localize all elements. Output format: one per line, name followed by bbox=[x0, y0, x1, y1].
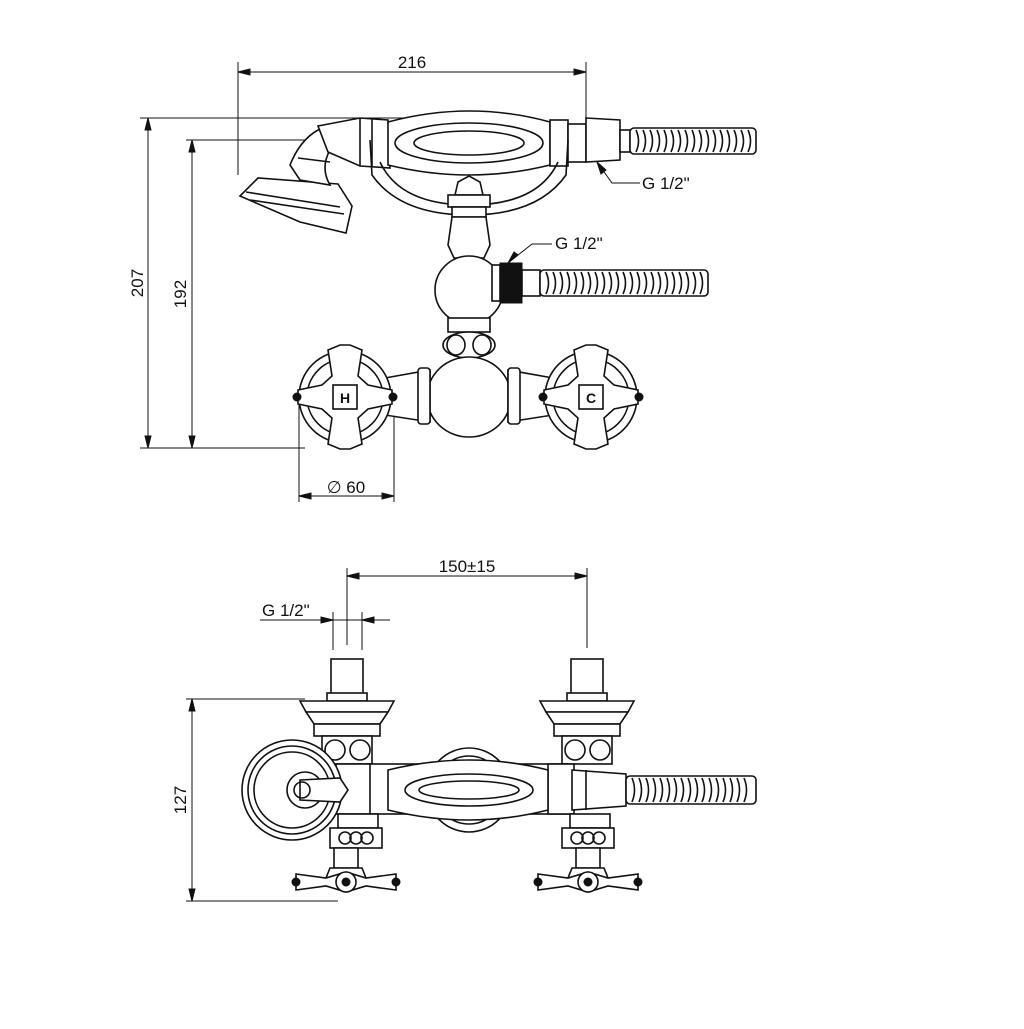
hose-coil bbox=[687, 777, 692, 803]
hose-coil bbox=[680, 777, 685, 803]
hose-coil bbox=[736, 777, 741, 803]
hose-coil bbox=[629, 271, 634, 295]
dimension-handle-diameter: ∅ 60 bbox=[298, 400, 395, 502]
hose-coil bbox=[694, 777, 699, 803]
dimension-127-label: 127 bbox=[171, 786, 190, 814]
hose-coil bbox=[643, 271, 648, 295]
handshower-handle bbox=[387, 110, 631, 176]
hose-coil bbox=[657, 271, 662, 295]
hose-coil bbox=[642, 129, 647, 153]
hose-coil bbox=[594, 271, 599, 295]
hose-coil bbox=[601, 271, 606, 295]
hose-coil bbox=[684, 129, 689, 153]
hose-coil bbox=[722, 777, 727, 803]
cold-handle: C bbox=[538, 344, 644, 450]
hose-coil bbox=[712, 129, 717, 153]
dimension-207-label: 207 bbox=[128, 269, 147, 297]
top-body bbox=[335, 759, 757, 821]
hose-coil bbox=[638, 777, 643, 803]
hose-coil bbox=[645, 777, 650, 803]
hose-coil bbox=[673, 777, 678, 803]
dimension-overall-width: 216 bbox=[237, 53, 587, 175]
hose-coil bbox=[666, 777, 671, 803]
handshower-hose bbox=[629, 127, 757, 155]
top-view: 150±15 G 1/2" 127 bbox=[171, 557, 757, 902]
hose-coil bbox=[715, 777, 720, 803]
inlet-right bbox=[538, 658, 636, 737]
mixer-column bbox=[434, 216, 504, 359]
hose-coil bbox=[559, 271, 564, 295]
front-view: 216 207 192 ∅ 60 bbox=[128, 53, 757, 502]
hose-coil bbox=[656, 129, 661, 153]
hose-coil bbox=[545, 271, 550, 295]
hose-coil bbox=[622, 271, 627, 295]
hose-coil bbox=[701, 777, 706, 803]
hose-coil bbox=[615, 271, 620, 295]
hose-coil bbox=[566, 271, 571, 295]
thread-label-outlet: G 1/2" bbox=[555, 234, 603, 253]
thread-callout-outlet: G 1/2" bbox=[507, 234, 603, 264]
lower-nut-left bbox=[329, 813, 383, 849]
hose-coil bbox=[685, 271, 690, 295]
hose-outlet bbox=[491, 262, 709, 304]
dimension-overall-height: 207 bbox=[128, 117, 425, 449]
lever-left bbox=[291, 871, 401, 893]
hot-handle: H bbox=[292, 344, 398, 450]
hose-coil bbox=[733, 129, 738, 153]
hose-coil bbox=[552, 271, 557, 295]
hot-marker: H bbox=[340, 390, 350, 406]
dimension-192-label: 192 bbox=[171, 280, 190, 308]
hose-coil bbox=[692, 271, 697, 295]
hose-coil bbox=[580, 271, 585, 295]
hose-coil bbox=[650, 271, 655, 295]
dimension-centers: 150±15 bbox=[346, 557, 588, 648]
hose-coil bbox=[636, 271, 641, 295]
hose-coil bbox=[608, 271, 613, 295]
inlet-left bbox=[298, 658, 396, 737]
hose-coil bbox=[726, 129, 731, 153]
hose-coil bbox=[663, 129, 668, 153]
hose-coil bbox=[573, 271, 578, 295]
dimension-inlet-thread: G 1/2" bbox=[260, 601, 390, 650]
hose-coil bbox=[729, 777, 734, 803]
hose-coil bbox=[719, 129, 724, 153]
hose-coil bbox=[670, 129, 675, 153]
lever-right bbox=[533, 871, 643, 893]
hose-coil bbox=[708, 777, 713, 803]
hose-coil bbox=[698, 129, 703, 153]
lower-nut-right bbox=[561, 813, 615, 849]
mixer-body bbox=[384, 356, 554, 438]
dimension-216-label: 216 bbox=[398, 53, 426, 72]
nut-right bbox=[561, 735, 613, 765]
handshower-head bbox=[238, 117, 391, 234]
hose-coil bbox=[587, 271, 592, 295]
hose-coil bbox=[705, 129, 710, 153]
thread-callout-handshower: G 1/2" bbox=[595, 160, 690, 193]
hose-coil bbox=[747, 129, 752, 153]
inlet-thread-label: G 1/2" bbox=[262, 601, 310, 620]
cold-marker: C bbox=[586, 390, 596, 406]
hose-coil bbox=[659, 777, 664, 803]
hose-coil bbox=[678, 271, 683, 295]
hose-coil bbox=[671, 271, 676, 295]
hose-coil bbox=[635, 129, 640, 153]
hose-coil bbox=[652, 777, 657, 803]
hose-coil bbox=[743, 777, 748, 803]
thread-label-handshower: G 1/2" bbox=[642, 174, 690, 193]
handshower-cradle bbox=[369, 139, 569, 218]
hose-coil bbox=[691, 129, 696, 153]
hose-coil bbox=[649, 129, 654, 153]
hose-coil bbox=[699, 271, 704, 295]
dimension-centers-label: 150±15 bbox=[439, 557, 496, 576]
dimension-depth: 127 bbox=[171, 698, 338, 902]
hose-coil bbox=[631, 777, 636, 803]
hose-coil bbox=[664, 271, 669, 295]
top-shower-head bbox=[241, 739, 349, 841]
hose-coil bbox=[677, 129, 682, 153]
dimension-diameter-label: ∅ 60 bbox=[327, 478, 365, 497]
hose-coil bbox=[740, 129, 745, 153]
